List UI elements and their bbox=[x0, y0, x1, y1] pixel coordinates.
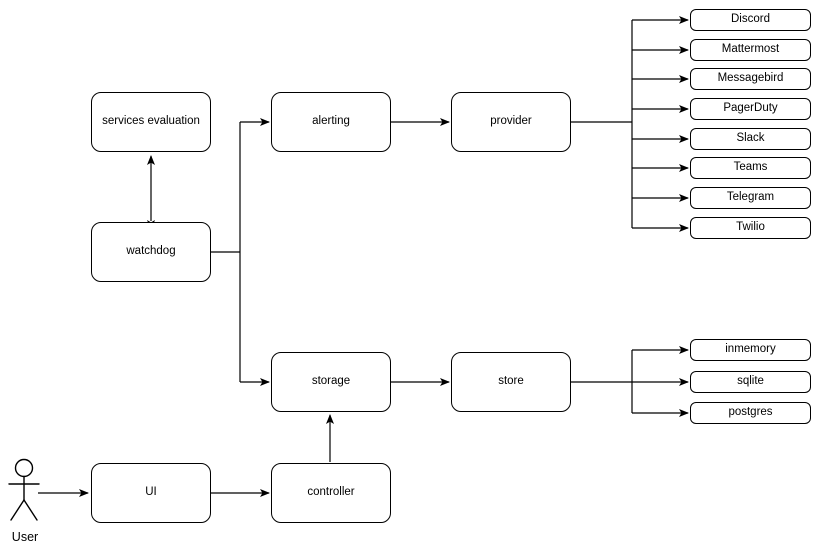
node-services-evaluation[interactable]: services evaluation bbox=[91, 92, 211, 152]
node-provider[interactable]: provider bbox=[451, 92, 571, 152]
node-controller[interactable]: controller bbox=[271, 463, 391, 523]
node-store[interactable]: store bbox=[451, 352, 571, 412]
node-provider-teams[interactable]: Teams bbox=[690, 157, 811, 179]
user-actor-label: User bbox=[11, 530, 39, 544]
node-ui[interactable]: UI bbox=[91, 463, 211, 523]
node-provider-telegram[interactable]: Telegram bbox=[690, 187, 811, 209]
node-provider-pagerduty[interactable]: PagerDuty bbox=[690, 98, 811, 120]
node-storage[interactable]: storage bbox=[271, 352, 391, 412]
actor-leg-left bbox=[10, 499, 25, 521]
node-provider-discord[interactable]: Discord bbox=[690, 9, 811, 31]
user-actor bbox=[8, 458, 40, 521]
node-provider-messagebird[interactable]: Messagebird bbox=[690, 68, 811, 90]
node-provider-mattermost[interactable]: Mattermost bbox=[690, 39, 811, 61]
node-store-inmemory[interactable]: inmemory bbox=[690, 339, 811, 361]
node-provider-slack[interactable]: Slack bbox=[690, 128, 811, 150]
node-alerting[interactable]: alerting bbox=[271, 92, 391, 152]
node-watchdog[interactable]: watchdog bbox=[91, 222, 211, 282]
node-provider-twilio[interactable]: Twilio bbox=[690, 217, 811, 239]
node-store-sqlite[interactable]: sqlite bbox=[690, 371, 811, 393]
actor-head bbox=[14, 458, 34, 478]
node-store-postgres[interactable]: postgres bbox=[690, 402, 811, 424]
actor-leg-right bbox=[23, 499, 38, 521]
